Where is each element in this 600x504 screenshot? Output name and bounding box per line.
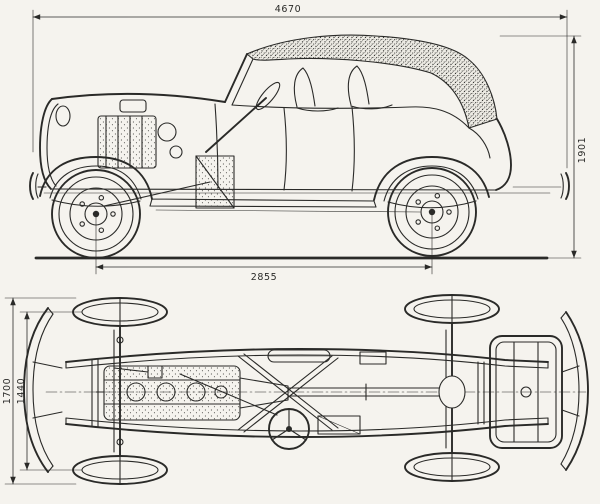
dim-wheelbase-label: 2855 [251,272,278,283]
frame-rails [65,348,549,438]
engine-top [95,365,241,421]
soft-top [246,34,498,129]
fuel-tank-top [489,335,563,449]
battery-box [317,415,361,435]
dimension-track-width: 1440 [16,311,83,471]
front-wheel-side [51,169,141,259]
rear-axle [438,322,466,453]
dimension-overall-width: 1700 [2,297,77,485]
wheel-top-left [72,297,168,327]
dimension-wheelbase: 2855 [95,213,433,283]
steering-wheel-side [255,81,281,111]
side-view: 4670 1901 2855 [29,4,588,283]
top-view: 1700 1440 [2,294,589,485]
dim-overall-width-label: 1700 [2,378,13,405]
steering-wheel-top [179,373,310,450]
rear-fender-inner [383,165,479,202]
wheel-bottom-right [404,452,500,482]
rear-bumper-top [560,311,589,471]
tool-box [359,351,387,365]
driveshaft [287,383,449,401]
dim-track-width-label: 1440 [16,378,27,405]
gearbox-side [195,155,235,209]
front-fender-inner [49,165,142,200]
headlight [55,105,71,127]
wheel-bottom-left [72,455,168,485]
differential [438,375,466,409]
rear-wheel-side [387,167,477,257]
muffler [267,349,331,363]
rear-fender [373,156,490,201]
dim-overall-height-label: 1901 [577,137,588,164]
front-fender [39,156,153,200]
front-bumper-top [23,307,63,473]
gearbox-top [239,377,289,409]
cross-members [91,353,485,433]
chassis-side [43,181,551,213]
dim-overall-length-label: 4670 [275,4,302,15]
interior-side [205,65,393,153]
wheel-top-right [404,294,500,324]
engine-side [55,99,183,169]
dimension-overall-length: 4670 [32,4,568,169]
rear-bumper-side [512,172,570,200]
dimension-overall-height: 1901 [499,35,588,259]
running-board [149,198,377,208]
